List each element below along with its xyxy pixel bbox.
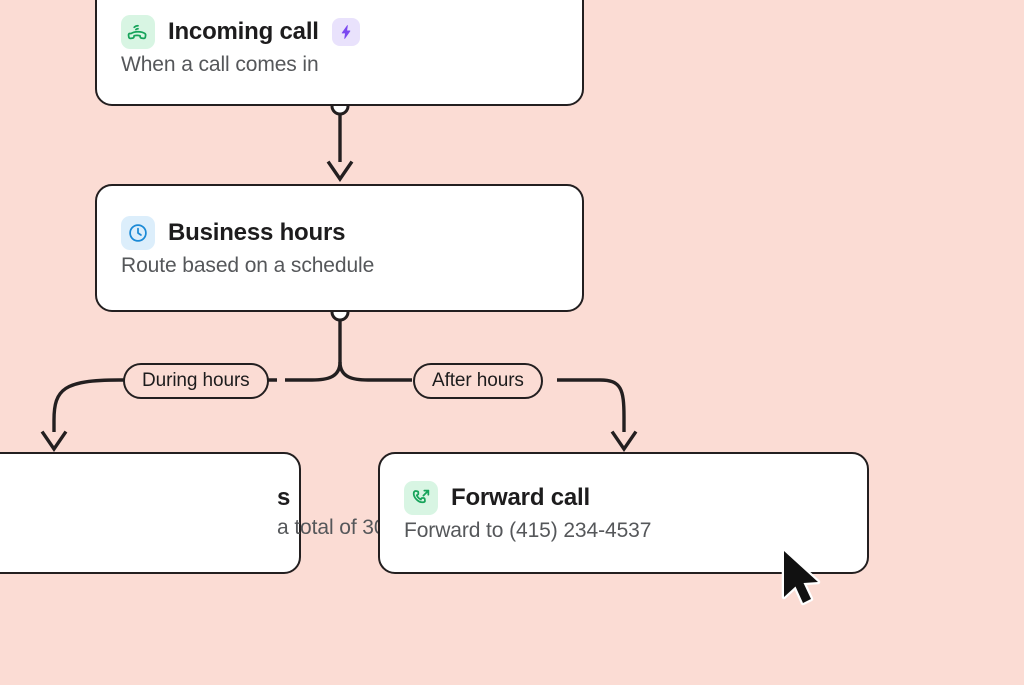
node-business-hours[interactable]: Business hours Route based on a schedule [95, 184, 584, 312]
node-header: Incoming call [121, 15, 558, 49]
node-header: Forward call [404, 481, 843, 515]
node-header: Business hours [121, 216, 558, 250]
arrowhead-to-voicemail [40, 430, 68, 453]
branch-label-text: During hours [142, 370, 250, 391]
arrowhead-to-forward-call [610, 430, 638, 453]
incoming-call-icon [121, 15, 155, 49]
connector-split-left [285, 361, 342, 382]
node-title: Business hours [168, 219, 346, 246]
connector-right-elbow [557, 378, 626, 432]
node-subtitle: Route based on a schedule [121, 254, 375, 277]
connector-split-right [338, 361, 412, 382]
node-subtitle: Forward to (415) 234-4537 [404, 519, 652, 542]
node-title: Incoming call [168, 18, 319, 45]
node-forward-call[interactable]: Forward call Forward to (415) 234-4537 [378, 452, 869, 574]
node-voicemail-partial[interactable]: s a total of 30s [0, 452, 396, 574]
node-header: s [0, 484, 290, 512]
node-incoming-call[interactable]: Incoming call When a call comes in [95, 0, 584, 106]
lightning-bolt-icon[interactable] [331, 18, 360, 46]
node-title: s [277, 484, 291, 511]
node-subtitle: When a call comes in [121, 53, 319, 76]
branch-label-after-hours[interactable]: After hours [413, 363, 543, 399]
node-title: Forward call [451, 484, 590, 511]
branch-label-during-hours[interactable]: During hours [123, 363, 269, 399]
forward-call-icon [404, 481, 438, 515]
arrowhead-to-business-hours [326, 160, 354, 183]
branch-label-text: After hours [432, 370, 524, 391]
clock-icon [121, 216, 155, 250]
